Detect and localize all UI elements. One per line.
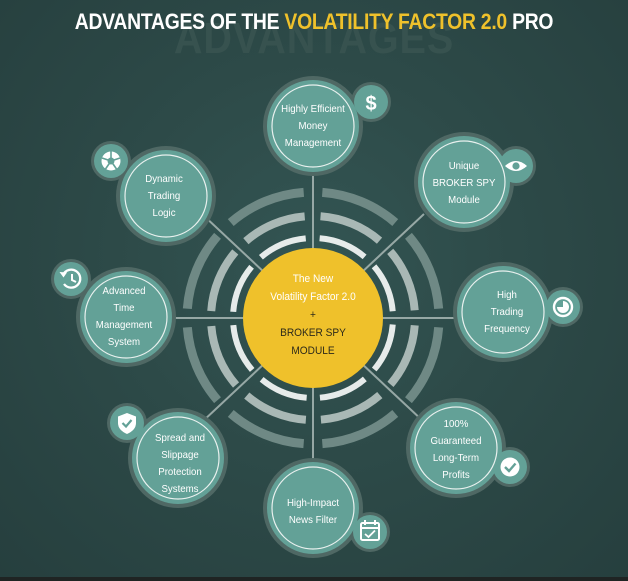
node-frequency [453, 262, 583, 362]
node-profits-label: 100% Guaranteed Long-Term Profits [410, 416, 502, 484]
label-line: Management [95, 319, 153, 331]
label-line: High [497, 289, 517, 301]
bottom-border [0, 577, 628, 581]
node-money-label: Highly Efficient Money Management [267, 101, 359, 152]
aperture-icon [101, 151, 121, 171]
title-watermark: ADVANTAGES [173, 14, 455, 63]
center-line-2: Volatility Factor 2.0 [270, 291, 356, 303]
label-line: News Filter [288, 514, 338, 526]
center-hub [243, 248, 383, 388]
label-line: Money [298, 120, 328, 132]
page-title: ADVANTAGES OF THE VOLATILITY FACTOR 2.0 … [44, 9, 584, 35]
label-line: Dynamic [145, 173, 183, 185]
center-line-5: MODULE [291, 345, 335, 357]
node-spread [107, 403, 228, 508]
node-news-label: High-Impact News Filter [267, 495, 359, 529]
check-circle-icon [500, 457, 520, 477]
node-dynamic [91, 141, 216, 246]
node-spread-label: Spread and Slippage Protection Systems [134, 430, 226, 498]
label-line: Trading [490, 306, 524, 318]
label-line: Guaranteed [430, 435, 482, 447]
node-money: $ [263, 76, 391, 176]
center-line-1: The New [292, 273, 334, 285]
label-line: Highly Efficient [281, 103, 345, 115]
label-line: Spread and [155, 432, 205, 444]
node-broker-spy [414, 132, 536, 232]
node-time [51, 259, 176, 367]
label-line: Logic [152, 207, 176, 219]
node-time-label: Advanced Time Management System [78, 283, 170, 351]
label-line: Management [284, 137, 342, 149]
label-line: Protection [158, 466, 202, 478]
eye-icon [505, 161, 527, 171]
center-line-plus: + [310, 309, 316, 321]
label-line: Time [113, 302, 135, 314]
label-line: Unique [448, 160, 480, 172]
dollar-icon: $ [365, 93, 376, 115]
label-line: Module [448, 194, 480, 206]
calendar-check-icon [360, 520, 380, 541]
center-line-4: BROKER SPY [280, 327, 346, 339]
shield-check-icon [118, 413, 136, 434]
label-line: 100% [443, 418, 469, 430]
label-line: Long-Term [432, 452, 480, 464]
label-line: Systems [161, 483, 199, 495]
label-line: Slippage [161, 449, 199, 461]
node-broker-spy-label: Unique BROKER SPY Module [418, 158, 510, 209]
center-label: The New Volatility Factor 2.0 + BROKER S… [249, 270, 378, 360]
label-line: Advanced [102, 285, 146, 297]
label-line: Frequency [484, 323, 530, 335]
history-icon [59, 268, 82, 289]
label-line: System [107, 336, 141, 348]
pie-clock-icon [552, 296, 574, 318]
node-frequency-label: High Trading Frequency [461, 287, 553, 338]
title-product-name: VOLATILITY FACTOR 2.0 [284, 9, 507, 34]
title-part-2: PRO [506, 9, 554, 34]
title-part-1: ADVANTAGES OF THE [74, 9, 285, 34]
label-line: Profits [442, 469, 470, 481]
node-news [263, 458, 390, 558]
node-profits [406, 398, 530, 498]
label-line: BROKER SPY [432, 177, 496, 189]
label-line: High-Impact [286, 497, 340, 509]
node-dynamic-label: Dynamic Trading Logic [118, 171, 210, 222]
label-line: Trading [147, 190, 181, 202]
